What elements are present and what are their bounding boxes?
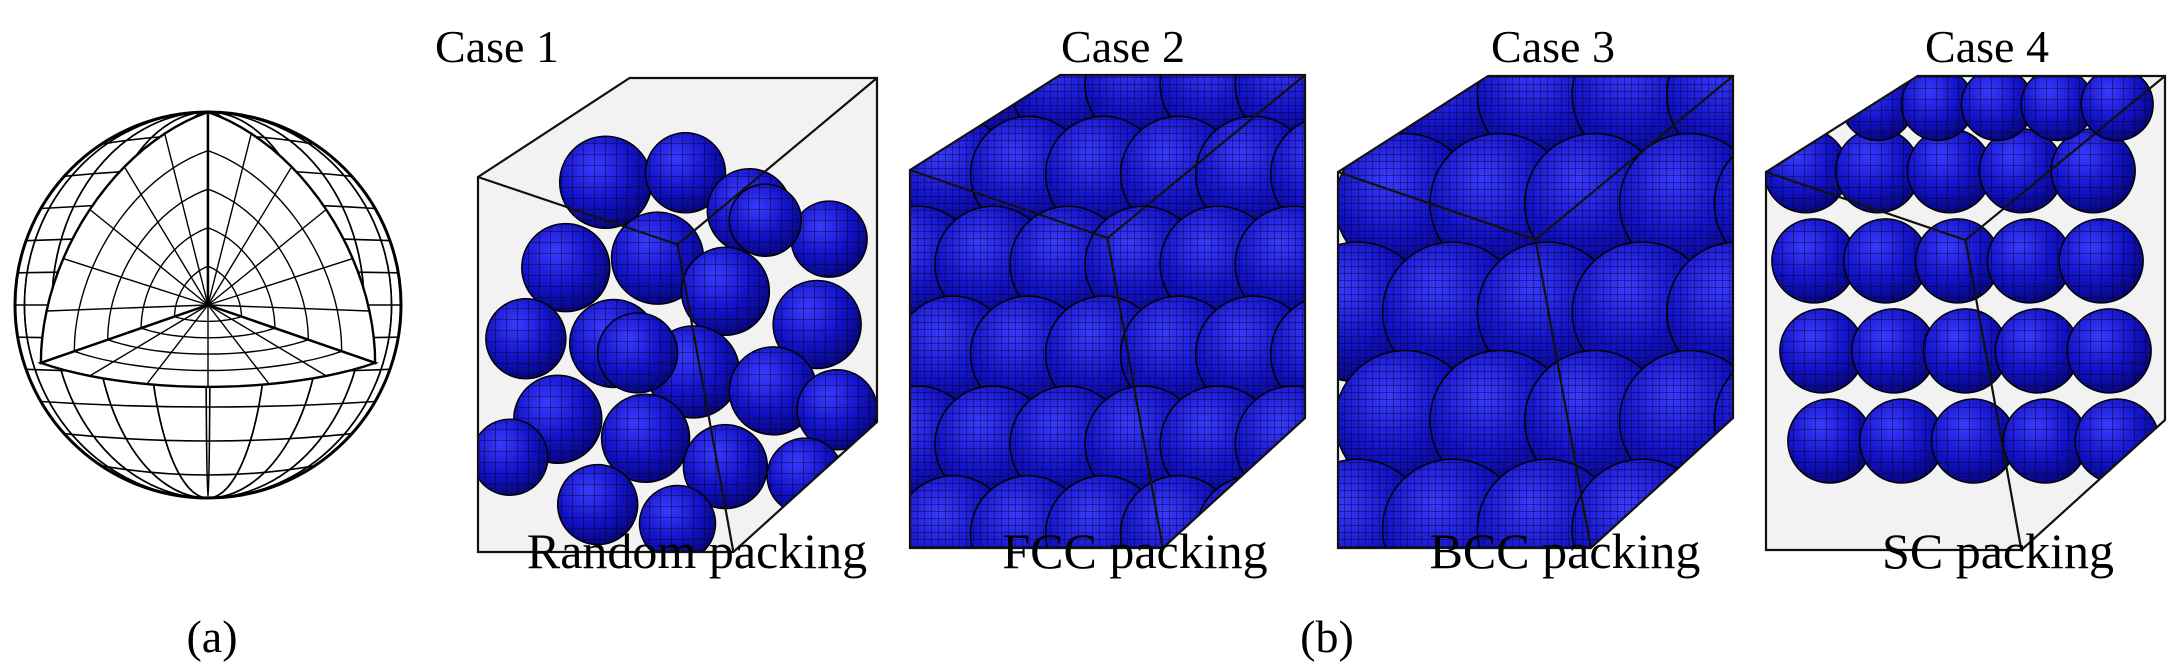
sphere <box>485 297 567 380</box>
sphere <box>2002 398 2089 484</box>
case-2-title: Case 2 <box>1061 21 1185 72</box>
case-1-caption: Random packing <box>527 523 867 579</box>
sphere <box>1269 115 1305 234</box>
sphere <box>1269 295 1305 413</box>
sphere <box>1922 308 2009 394</box>
sphere <box>556 463 639 546</box>
sphere <box>644 132 727 214</box>
sphere <box>772 279 862 370</box>
sphere-packing-random <box>478 132 877 552</box>
sphere <box>558 135 653 230</box>
panel-labels: (a) (b) <box>186 611 1353 662</box>
sphere <box>1850 308 1937 394</box>
sphere <box>766 437 844 515</box>
sphere <box>1900 76 1975 142</box>
sphere <box>638 484 717 552</box>
case-2-caption: FCC packing <box>1002 523 1267 579</box>
sphere <box>1666 241 1733 383</box>
case-1-title: Case 1 <box>435 21 559 72</box>
sphere <box>682 423 769 510</box>
sphere <box>1834 128 1921 214</box>
sphere <box>1906 128 1993 214</box>
cube-edges <box>476 76 879 554</box>
panel-a-sphere-mesh <box>13 110 403 500</box>
sphere <box>596 312 679 394</box>
sphere <box>728 346 819 436</box>
sphere <box>1787 398 1873 484</box>
sphere <box>1930 398 2017 484</box>
sphere <box>1779 308 1865 394</box>
sphere-packing-fcc <box>910 75 1305 548</box>
sphere <box>728 183 803 257</box>
sphere <box>1960 76 2035 142</box>
sphere <box>1234 385 1305 503</box>
sphere <box>1978 128 2065 214</box>
octant-cut-faces <box>37 110 379 389</box>
sphere <box>478 418 549 496</box>
panel-a-label: (a) <box>186 611 237 662</box>
sphere <box>680 246 771 337</box>
sphere <box>790 200 868 278</box>
sphere <box>1842 218 1929 304</box>
sphere <box>610 211 705 305</box>
sphere <box>2020 76 2095 142</box>
sphere <box>2066 308 2152 394</box>
cube-case-4 <box>1764 74 2167 552</box>
sphere <box>1713 132 1733 275</box>
sphere <box>600 393 691 483</box>
cube-edges <box>1336 74 1735 550</box>
case-4-caption: SC packing <box>1882 523 2114 579</box>
case-3-caption: BCC packing <box>1430 523 1701 579</box>
cube-edges <box>1764 74 2167 552</box>
sphere <box>2058 218 2144 304</box>
sphere <box>1858 398 1945 484</box>
panel-b-packing-cubes <box>476 73 2167 554</box>
panel-b-label: (b) <box>1300 611 1354 662</box>
mesh-sphere-wireframe <box>13 110 403 500</box>
sphere <box>1994 308 2081 394</box>
sphere <box>1986 218 2073 304</box>
sphere <box>1666 76 1733 166</box>
case-captions: Random packing FCC packing BCC packing S… <box>527 523 2114 579</box>
case-4-title: Case 4 <box>1925 21 2049 72</box>
sphere <box>1914 218 2001 304</box>
case-titles: Case 1 Case 2 Case 3 Case 4 <box>435 21 2049 72</box>
cube-case-2 <box>908 73 1307 550</box>
sphere <box>796 369 877 451</box>
cube-edges <box>908 73 1307 550</box>
cube-case-1 <box>476 76 879 554</box>
case-3-title: Case 3 <box>1491 21 1615 72</box>
sphere <box>2074 398 2160 484</box>
sphere <box>1771 218 1857 304</box>
sphere <box>2080 76 2154 142</box>
sphere <box>2050 128 2136 214</box>
sphere <box>1713 349 1733 492</box>
sphere <box>521 222 611 313</box>
